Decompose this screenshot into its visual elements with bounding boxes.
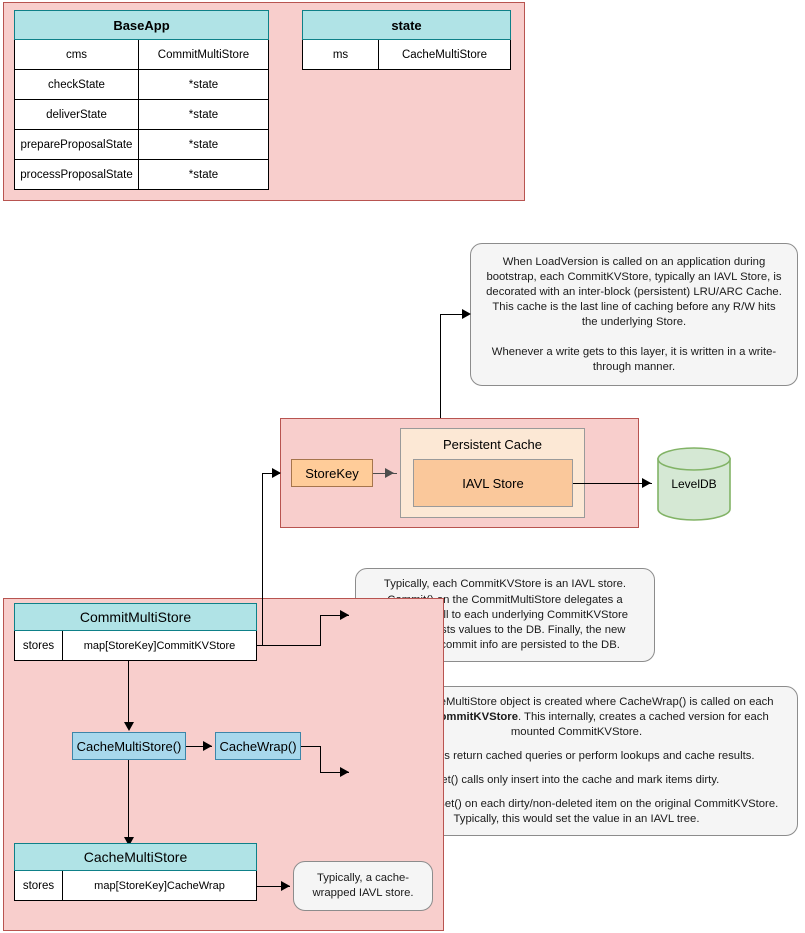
connector-cachewrap-right xyxy=(301,746,321,747)
field-type: *state xyxy=(188,108,219,121)
table-row: ms CacheMultiStore xyxy=(302,40,511,70)
field-name: checkState xyxy=(15,70,139,99)
field-name: stores xyxy=(15,871,63,900)
arrowhead-to-cachemultistore-table xyxy=(124,837,134,846)
table-row: processProposalState *state xyxy=(14,160,269,190)
cachewrap-note-para4: Write() calls Set() on each dirty/non-de… xyxy=(374,798,779,825)
table-row: prepareProposalState *state xyxy=(14,130,269,160)
loadversion-note-para1: When LoadVersion is called on an applica… xyxy=(486,255,782,328)
arrowhead-to-commit-note xyxy=(340,610,349,620)
connector-cms-to-cachemultistore xyxy=(128,661,129,727)
table-row: checkState *state xyxy=(14,70,269,100)
leveldb-cylinder xyxy=(657,447,731,521)
baseapp-table: BaseApp cms CommitMultiStore checkState … xyxy=(14,10,269,190)
state-table-header: state xyxy=(302,10,511,40)
commit-multistore-table: CommitMultiStore stores map[StoreKey]Com… xyxy=(14,603,257,661)
table-row: stores map[StoreKey]CacheWrap xyxy=(14,871,257,901)
connector-stores-to-commitnote-v xyxy=(320,615,321,646)
connector-cache-to-loadversion-v xyxy=(440,314,441,419)
commit-multistore-table-header: CommitMultiStore xyxy=(14,603,257,631)
commit-note-para1: Typically, each CommitKVStore is an IAVL… xyxy=(383,578,627,590)
cachewrapped-note: Typically, a cache-wrapped IAVL store. xyxy=(293,861,433,911)
cache-multistore-table-header: CacheMultiStore xyxy=(14,843,257,871)
connector-stores-up xyxy=(262,473,263,645)
cachewrap-note-commitkvstore-emphasis: CommitKVStore xyxy=(431,711,518,723)
cachewrapped-note-text: Typically, a cache-wrapped IAVL store. xyxy=(312,872,414,899)
arrowhead-iavl-to-leveldb xyxy=(642,478,651,488)
connector-cachemultistore-to-cachewrap xyxy=(186,746,212,747)
arrowhead-to-cachemultistore-call xyxy=(124,722,134,731)
field-name: deliverState xyxy=(15,100,139,129)
persistent-cache-title: Persistent Cache xyxy=(443,437,542,452)
cachewrap-note-para2: Get() calls return cached queries or per… xyxy=(398,750,755,762)
arrowhead-storekey-to-cache xyxy=(385,468,394,478)
field-name: prepareProposalState xyxy=(15,130,139,159)
field-name: ms xyxy=(303,40,379,69)
connector-cachewrap-to-note xyxy=(320,772,349,773)
field-name: processProposalState xyxy=(15,160,139,189)
arrowhead-to-cachewrapped-note xyxy=(281,881,290,891)
cachewrap-call-box[interactable]: CacheWrap() xyxy=(215,732,301,760)
baseapp-table-header: BaseApp xyxy=(14,10,269,40)
connector-cachemultistore-table-to-note xyxy=(257,886,290,887)
arrowhead-to-cachewrap-note xyxy=(340,767,349,777)
leveldb-label: LevelDB xyxy=(671,477,717,491)
connector-cachewrap-down xyxy=(320,746,321,772)
connector-stores-to-commitnote-h xyxy=(320,615,349,616)
loadversion-note-para2: Whenever a write gets to this layer, it … xyxy=(491,345,777,373)
field-type: *state xyxy=(188,168,219,181)
cachewrap-note-para1-c: . This internally, creates a cached vers… xyxy=(510,711,769,738)
arrowhead-to-loadversion-note xyxy=(462,309,471,319)
connector-stores-to-storekey xyxy=(262,473,280,474)
table-row: deliverState *state xyxy=(14,100,269,130)
connector-stores-right xyxy=(257,645,321,646)
cache-multistore-table: CacheMultiStore stores map[StoreKey]Cach… xyxy=(14,843,257,901)
cachemultistore-call-box[interactable]: CacheMultiStore() xyxy=(72,732,186,760)
table-row: stores map[StoreKey]CommitKVStore xyxy=(14,631,257,661)
connector-cache-to-loadversion-h xyxy=(440,314,464,315)
arrowhead-to-cachewrap-call xyxy=(203,741,212,751)
storekey-box: StoreKey xyxy=(291,459,373,487)
iavl-store-box: IAVL Store xyxy=(413,459,573,507)
connector-iavl-to-leveldb xyxy=(573,483,652,484)
field-type: map[StoreKey]CacheWrap xyxy=(94,879,225,892)
field-type: CacheMultiStore xyxy=(401,48,487,61)
connector-cachemultistore-to-table xyxy=(128,760,129,842)
table-row: cms CommitMultiStore xyxy=(14,40,269,70)
field-name: stores xyxy=(15,631,63,660)
field-type: map[StoreKey]CommitKVStore xyxy=(83,639,236,652)
state-table: state ms CacheMultiStore xyxy=(302,10,511,70)
loadversion-note: When LoadVersion is called on an applica… xyxy=(470,243,798,386)
cachewrap-note-para3: Set() calls only insert into the cache a… xyxy=(433,774,720,786)
field-type: *state xyxy=(188,78,219,91)
field-type: *state xyxy=(188,138,219,151)
field-type: CommitMultiStore xyxy=(157,48,250,61)
field-name: cms xyxy=(15,40,139,69)
